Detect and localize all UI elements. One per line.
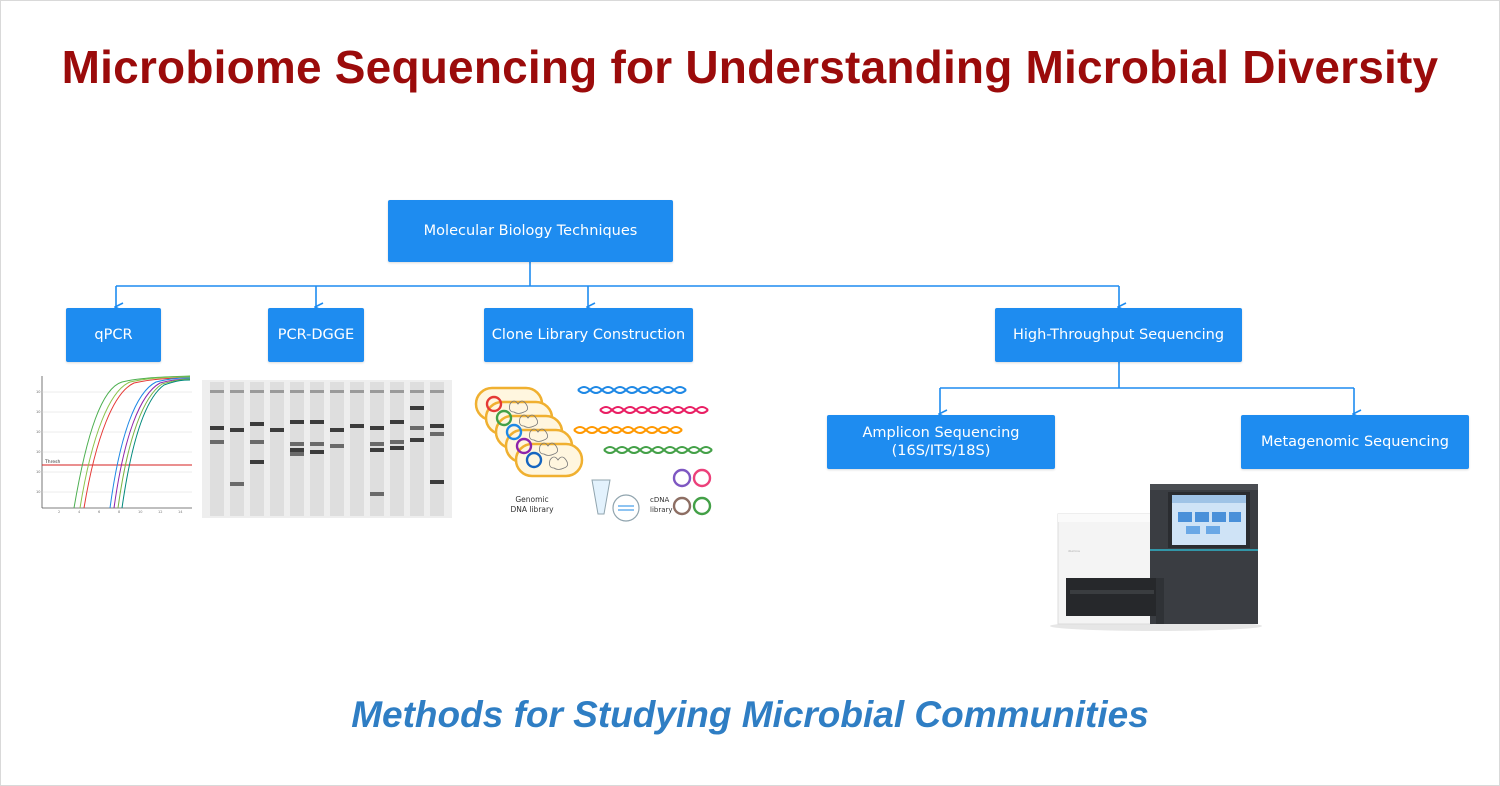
sequencer-instrument: illumina: [1050, 484, 1262, 631]
gel-band: [330, 444, 344, 448]
amplification-curve-plot: 10 10 10 10 10 10 Thresh 2 4 6 8 10 12 14: [32, 372, 194, 520]
svg-text:library: library: [650, 506, 673, 514]
node-label: Amplicon Sequencing (16S/ITS/18S): [862, 425, 1020, 459]
svg-text:10: 10: [36, 410, 40, 414]
gel-band: [310, 442, 324, 446]
node-label: Molecular Biology Techniques: [423, 223, 638, 239]
gel-band: [410, 390, 424, 393]
gel-band: [330, 390, 344, 393]
node-label: qPCR: [94, 327, 133, 343]
gel-band: [230, 482, 244, 486]
node-pcr-dgge: PCR-DGGE: [268, 308, 364, 362]
node-clone-library-construction: Clone Library Construction: [484, 308, 693, 362]
gel-band: [370, 492, 384, 496]
svg-text:illumina: illumina: [1068, 549, 1080, 553]
gel-band: [430, 390, 444, 393]
gel-lane: [410, 382, 424, 516]
node-label: Clone Library Construction: [491, 327, 686, 343]
gel-lane: [250, 382, 264, 516]
node-label: Metagenomic Sequencing: [1261, 434, 1449, 450]
gel-band: [430, 480, 444, 484]
cdna-well: [612, 494, 640, 522]
gel-band: [350, 390, 364, 393]
svg-text:14: 14: [178, 510, 183, 514]
node-label: PCR-DGGE: [277, 327, 355, 343]
svg-text:DNA library: DNA library: [510, 505, 554, 514]
gel-band: [290, 420, 304, 424]
gel-band: [230, 390, 244, 393]
gel-band: [290, 390, 304, 393]
gel-lane: [350, 382, 364, 516]
gel-band: [210, 440, 224, 444]
svg-text:10: 10: [36, 490, 40, 494]
gel-band: [290, 448, 304, 452]
svg-text:12: 12: [158, 510, 162, 514]
gel-lane: [210, 382, 224, 516]
gel-band: [390, 420, 404, 424]
svg-text:10: 10: [36, 470, 40, 474]
gel-band: [250, 460, 264, 464]
page-title: Microbiome Sequencing for Understanding …: [61, 41, 1439, 93]
node-molecular-biology-techniques: Molecular Biology Techniques: [388, 200, 673, 262]
gel-band: [270, 390, 284, 393]
gel-band: [410, 406, 424, 410]
gel-band: [390, 390, 404, 393]
gel-band: [330, 428, 344, 432]
gel-lane: [310, 382, 324, 516]
svg-text:8: 8: [118, 510, 120, 514]
gel-lane: [330, 382, 344, 516]
gel-band: [270, 428, 284, 432]
node-metagenomic-sequencing: Metagenomic Sequencing: [1241, 415, 1469, 469]
gel-band: [350, 424, 364, 428]
svg-text:10: 10: [36, 430, 40, 434]
gel-band: [210, 390, 224, 393]
gel-band: [410, 426, 424, 430]
gel-band: [390, 446, 404, 450]
gel-band: [250, 440, 264, 444]
gel-band: [370, 448, 384, 452]
gel-lane: [430, 382, 444, 516]
svg-text:4: 4: [78, 510, 81, 514]
svg-text:10: 10: [36, 390, 40, 394]
svg-text:6: 6: [98, 510, 100, 514]
gel-band: [430, 424, 444, 428]
bacteria-cells: [474, 386, 584, 478]
gel-band: [370, 426, 384, 430]
gel-band: [250, 390, 264, 393]
dna-helices: [573, 386, 713, 454]
svg-text:cDNA: cDNA: [650, 496, 669, 504]
plasmid-rings: [672, 468, 712, 516]
svg-text:2: 2: [58, 510, 60, 514]
tube-icon: [591, 479, 611, 515]
gel-band: [310, 420, 324, 424]
gel-band: [290, 442, 304, 446]
gel-band: [310, 390, 324, 393]
gel-lane: [270, 382, 284, 516]
node-qpcr: qPCR: [66, 308, 161, 362]
gel-band: [370, 390, 384, 393]
dgge-gel-image: [202, 380, 452, 518]
footer-subtitle: Methods for Studying Microbial Communiti…: [351, 694, 1149, 735]
gel-band: [390, 440, 404, 444]
gel-band: [230, 428, 244, 432]
gel-band: [210, 426, 224, 430]
svg-text:10: 10: [138, 510, 142, 514]
node-label: High-Throughput Sequencing: [1012, 327, 1225, 343]
gel-lanes: [210, 382, 444, 516]
clone-library-diagram: Genomic DNA library cDNA library: [474, 386, 713, 522]
gel-band: [310, 450, 324, 454]
gel-band: [250, 422, 264, 426]
node-amplicon-sequencing: Amplicon Sequencing (16S/ITS/18S): [827, 415, 1055, 469]
gel-lane: [230, 382, 244, 516]
gel-band: [430, 432, 444, 436]
node-high-throughput-sequencing: High-Throughput Sequencing: [995, 308, 1242, 362]
svg-text:10: 10: [36, 450, 40, 454]
threshold-label: Thresh: [44, 459, 60, 465]
svg-text:Genomic: Genomic: [515, 495, 548, 504]
gel-band: [290, 452, 304, 456]
gel-band: [370, 442, 384, 446]
gel-band: [410, 438, 424, 442]
